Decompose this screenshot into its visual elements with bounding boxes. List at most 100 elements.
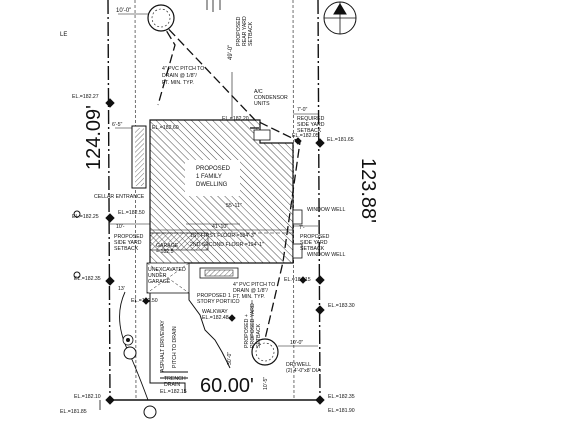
label-front-setback: PROPOSED +PROPOSED YARDSETBACK bbox=[244, 303, 262, 348]
label-line: TRENCH bbox=[164, 376, 186, 382]
label-line: DRYWELL bbox=[286, 362, 311, 368]
label-corner-le: LE bbox=[60, 32, 67, 38]
label-line: DWELLING bbox=[196, 182, 228, 188]
north-arrow-icon bbox=[323, 1, 357, 35]
label-line: (2) 4'-0"x8' DIA bbox=[286, 368, 321, 374]
label-drywell: DRYWELL(2) 4'-0"x8' DIA bbox=[286, 362, 321, 374]
label-line: UNDER bbox=[148, 273, 167, 279]
label-el-18260: EL.=182.60 bbox=[152, 125, 179, 131]
label-dim-13: 13' bbox=[118, 286, 125, 292]
label-dim-10-0-top: 10'-0" bbox=[116, 8, 131, 14]
label-line: = 182.5 bbox=[156, 249, 174, 255]
label-right-length: 123.88' bbox=[357, 158, 379, 223]
label-line: UNEXCAVATED bbox=[148, 267, 186, 273]
driveway bbox=[119, 291, 231, 401]
label-el-18190: EL.=181.90 bbox=[328, 408, 355, 414]
label-el-18205: EL.=182.05 bbox=[292, 133, 319, 139]
label-line: PROPOSED YARD bbox=[250, 303, 256, 348]
label-line: DRAIN bbox=[164, 382, 180, 388]
label-el-18235b: EL.=182.35 bbox=[328, 394, 355, 400]
label-line: REQUIRED bbox=[297, 116, 325, 122]
label-cellar-entrance: CELLAR ENTRANCE bbox=[94, 194, 145, 200]
label-line: DRAIN @ 1/8"/ bbox=[233, 288, 268, 294]
label-line: SETBACK bbox=[297, 128, 322, 134]
elevation-marker-icon bbox=[73, 98, 325, 419]
label-line: PROPOSED bbox=[196, 166, 231, 172]
tree-icon bbox=[122, 334, 134, 346]
label-window-well-1: WINDOW WELL bbox=[307, 207, 345, 213]
label-line: SETBACK bbox=[256, 323, 262, 348]
label-el-18215: EL.=182.15 bbox=[160, 389, 187, 395]
label-line: CONDENSOR bbox=[254, 95, 288, 101]
label-line: SETBACK bbox=[300, 246, 325, 252]
label-el-18185: EL.=181.85 bbox=[60, 409, 87, 415]
label-dim-55-11: 55'-11" bbox=[226, 203, 242, 209]
label-line: EL.=182.48 bbox=[202, 315, 229, 321]
label-dim-41-10: 41'-10" bbox=[212, 224, 228, 230]
label-front-length: 60.00' bbox=[200, 375, 254, 397]
label-line: UNITS bbox=[254, 101, 270, 107]
label-line: PROPOSED bbox=[300, 234, 330, 240]
label-rear-setback: PROPOSEDREAR YARDSETBACK bbox=[236, 16, 254, 46]
label-el-18225: EL.=182.25 bbox=[72, 214, 99, 220]
label-line: PROPOSED bbox=[236, 16, 242, 46]
label-el-18227: EL.=182.27 bbox=[72, 94, 99, 100]
label-el-18250: EL.=182.50 bbox=[118, 210, 145, 216]
label-el-18220: EL.=182.20 bbox=[222, 116, 249, 122]
label-house-title: PROPOSED 1 FAMILY DWELLING bbox=[196, 166, 231, 188]
label-el-18235: EL.=182.35 bbox=[74, 276, 101, 282]
label-el-18250b: EL.=182.50 bbox=[131, 298, 158, 304]
label-left-length: 124.09' bbox=[83, 105, 105, 170]
drywell-icon bbox=[147, 4, 175, 32]
label-dim-10-0-bottom: 10'-0" bbox=[290, 340, 303, 346]
label-el-18330: EL.=183.30 bbox=[328, 303, 355, 309]
label-side-7-0-right: 7'-0" bbox=[297, 107, 307, 113]
label-line: A/C bbox=[254, 89, 263, 95]
label-line: SIDE YARD bbox=[300, 240, 328, 246]
label-line: SETBACK bbox=[114, 246, 139, 252]
label-window-well-2: WINDOW WELL bbox=[307, 252, 345, 258]
label-line: FT. MIN. TYP. bbox=[162, 80, 194, 86]
label-line: FT. MIN. TYP. bbox=[233, 294, 265, 300]
label-line: SIDE YARD bbox=[297, 122, 325, 128]
label-el-18165: EL.=181.65 bbox=[327, 137, 354, 143]
label-line: GARAGE bbox=[148, 279, 171, 285]
label-line: PROPOSED bbox=[114, 234, 144, 240]
label-line: GARAGE bbox=[156, 243, 179, 249]
label-line: DRAIN @ 1/8"/ bbox=[162, 73, 197, 79]
label-first-floor: 1ST FIRST FLOOR =184'-3" bbox=[190, 233, 256, 239]
label-dim-6-5: 6'-5" bbox=[112, 122, 122, 128]
label-line: 4" PVC PITCH TO bbox=[233, 282, 275, 288]
label-line: SETBACK bbox=[248, 21, 254, 46]
label-asphalt-driveway: ASPHALT DRIVEWAY bbox=[160, 320, 166, 372]
label-garage: GARAGE= 182.5 bbox=[156, 243, 179, 255]
label-line: 4" PVC PITCH TO bbox=[162, 66, 204, 72]
dimension-lines bbox=[110, 13, 318, 347]
label-line: REAR YARD bbox=[242, 16, 248, 46]
label-rear-dim: 49'-0" bbox=[228, 45, 234, 60]
label-line: PROPOSED 1 bbox=[197, 293, 231, 299]
label-line: 1 FAMILY bbox=[196, 174, 222, 180]
label-second-floor: 2ND SECOND FLOOR =194'-1" bbox=[190, 242, 264, 248]
label-el-18415: EL.=184.15 bbox=[284, 277, 311, 283]
label-line: STORY PORTICO bbox=[197, 299, 240, 305]
label-line: WALKWAY bbox=[202, 309, 228, 315]
label-dim-10-5: 10'-5" bbox=[263, 377, 269, 390]
drywell-icon bbox=[251, 338, 279, 366]
label-side-7-right-2: 7'- bbox=[299, 225, 305, 231]
label-line: SIDE YARD bbox=[114, 240, 142, 246]
house-footprint bbox=[131, 119, 303, 294]
label-el-18210: EL.=182.10 bbox=[74, 394, 101, 400]
